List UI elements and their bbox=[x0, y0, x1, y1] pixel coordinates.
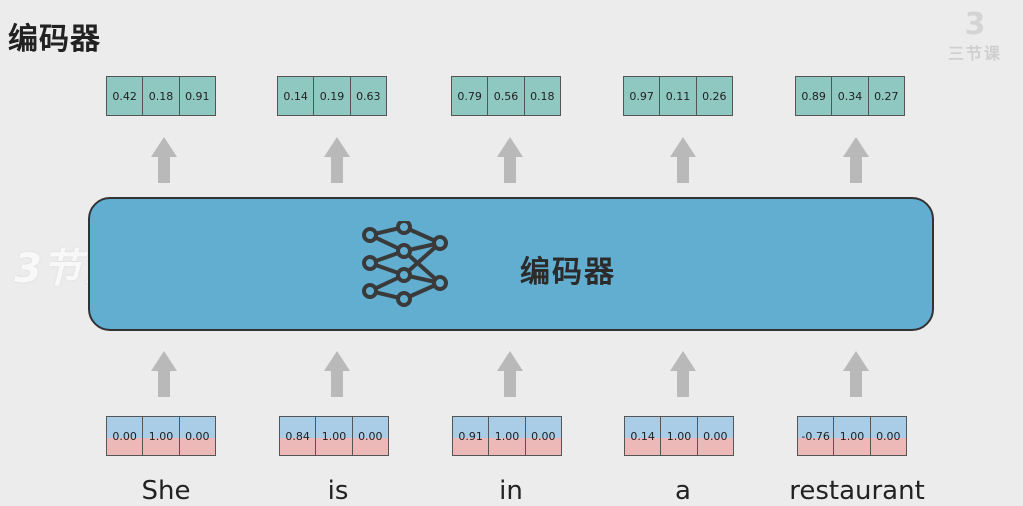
input-value: 0.84 bbox=[280, 417, 316, 455]
up-arrow-icon bbox=[843, 351, 869, 397]
up-arrow-icon bbox=[497, 351, 523, 397]
input-word-she: She bbox=[141, 476, 191, 506]
input-value: 1.00 bbox=[488, 417, 525, 455]
output-value: 0.56 bbox=[487, 77, 524, 115]
input-vector-in: 0.91 1.00 0.00 bbox=[452, 416, 562, 456]
encoder-block: 编码器 bbox=[88, 197, 934, 331]
output-value: 0.18 bbox=[142, 77, 179, 115]
input-value: 0.00 bbox=[696, 417, 733, 455]
output-vector-is: 0.14 0.19 0.63 bbox=[277, 76, 387, 116]
up-arrow-icon bbox=[670, 137, 696, 183]
input-value: 0.00 bbox=[869, 417, 906, 455]
output-value: 0.11 bbox=[659, 77, 696, 115]
output-value: 0.63 bbox=[349, 77, 386, 115]
input-value: 0.91 bbox=[453, 417, 489, 455]
up-arrow-icon bbox=[151, 351, 177, 397]
input-value: 1.00 bbox=[315, 417, 352, 455]
logo-mark: 3 bbox=[964, 7, 986, 42]
up-arrow-icon bbox=[151, 137, 177, 183]
up-arrow-icon bbox=[843, 137, 869, 183]
input-value: 1.00 bbox=[142, 417, 179, 455]
input-value: 1.00 bbox=[660, 417, 697, 455]
output-value: 0.19 bbox=[313, 77, 350, 115]
output-value: 0.97 bbox=[624, 77, 660, 115]
input-value: 0.00 bbox=[524, 417, 561, 455]
input-word-in: in bbox=[499, 476, 523, 506]
input-value: 0.00 bbox=[178, 417, 215, 455]
input-value: 0.00 bbox=[351, 417, 388, 455]
output-vector-a: 0.97 0.11 0.26 bbox=[623, 76, 733, 116]
input-value: 1.00 bbox=[833, 417, 870, 455]
output-value: 0.89 bbox=[796, 77, 832, 115]
input-value: -0.76 bbox=[798, 417, 834, 455]
output-vector-restaurant: 0.89 0.34 0.27 bbox=[795, 76, 905, 116]
input-vector-is: 0.84 1.00 0.00 bbox=[279, 416, 389, 456]
input-vector-restaurant: -0.76 1.00 0.00 bbox=[797, 416, 907, 456]
output-vector-in: 0.79 0.56 0.18 bbox=[451, 76, 561, 116]
output-value: 0.42 bbox=[107, 77, 143, 115]
output-value: 0.18 bbox=[523, 77, 560, 115]
page-title: 编码器 bbox=[8, 22, 101, 57]
input-word-is: is bbox=[327, 476, 349, 506]
input-word-restaurant: restaurant bbox=[789, 476, 925, 506]
output-value: 0.14 bbox=[278, 77, 314, 115]
encoder-label: 编码器 bbox=[520, 255, 616, 290]
output-value: 0.27 bbox=[867, 77, 904, 115]
output-value: 0.91 bbox=[178, 77, 215, 115]
input-vector-a: 0.14 1.00 0.00 bbox=[624, 416, 734, 456]
output-vector-she: 0.42 0.18 0.91 bbox=[106, 76, 216, 116]
up-arrow-icon bbox=[324, 137, 350, 183]
brand-logo: 3 三节课 bbox=[935, 10, 1015, 66]
neural-network-icon bbox=[362, 221, 448, 307]
input-value: 0.00 bbox=[107, 417, 143, 455]
output-value: 0.79 bbox=[452, 77, 488, 115]
up-arrow-icon bbox=[670, 351, 696, 397]
input-vector-she: 0.00 1.00 0.00 bbox=[106, 416, 216, 456]
up-arrow-icon bbox=[497, 137, 523, 183]
up-arrow-icon bbox=[324, 351, 350, 397]
input-value: 0.14 bbox=[625, 417, 661, 455]
output-value: 0.26 bbox=[695, 77, 732, 115]
input-word-a: a bbox=[675, 476, 691, 506]
logo-brand-text: 三节课 bbox=[947, 44, 1002, 63]
output-value: 0.34 bbox=[831, 77, 868, 115]
